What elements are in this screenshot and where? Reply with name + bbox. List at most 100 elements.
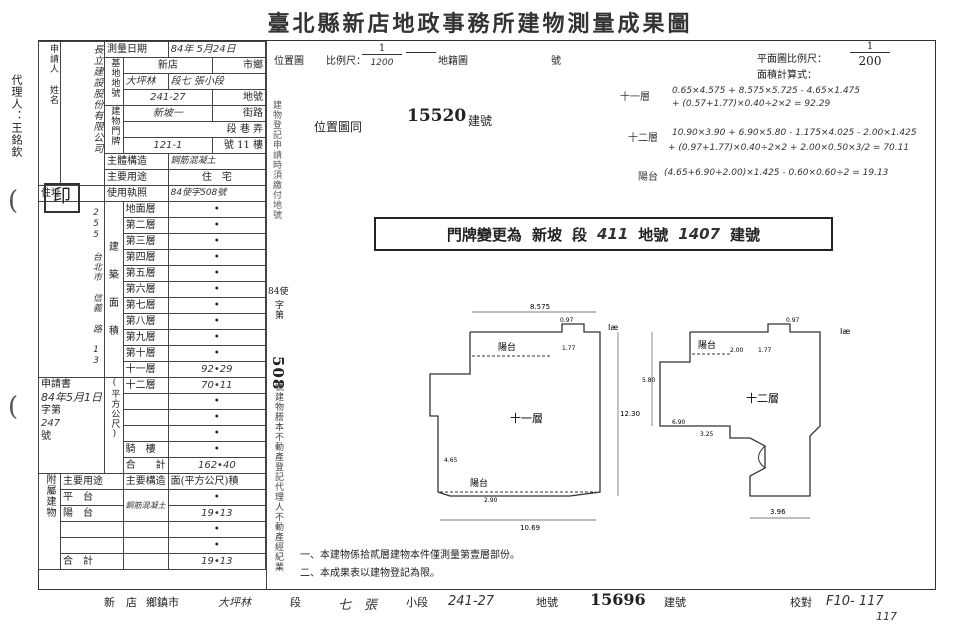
scale-denominator: 1200 [370, 58, 394, 68]
door-street: 新坡一 [122, 105, 214, 122]
location-building-suffix: 建號 [468, 114, 493, 128]
door-lane-label: 段 巷 弄 [122, 121, 267, 138]
license-number: 84使字508號 [167, 185, 267, 202]
footer-subsection: 七 張 [338, 598, 378, 613]
footer-section: 大坪林 [218, 596, 251, 609]
attached-header: 面(平方公尺)積 [167, 473, 267, 490]
license-label: 使用執照 [104, 185, 169, 202]
attached-label: 附屬建物 [38, 473, 61, 570]
floor-area: 70•11 [167, 377, 267, 394]
floor12-outline [659, 323, 821, 497]
land-district: 新店 [122, 57, 214, 74]
door-number: 121-1 [122, 137, 214, 154]
floor12-dim-325: 3.25 [700, 431, 714, 438]
attached-header: 主要用途 [60, 473, 124, 490]
footer-city-label: 鄉鎮市 [146, 596, 179, 609]
formula-11-label: 十一層 [620, 92, 650, 103]
survey-date-label: 測量日期 [104, 41, 169, 58]
attached-use: 陽 台 [60, 505, 124, 522]
floor-area: • [167, 265, 267, 282]
floor-name: 第三層 [122, 233, 169, 250]
attached-struct [122, 521, 169, 538]
footer-section-label: 段 [290, 596, 301, 609]
applicant-name: 長立建設股份有限公司 [60, 41, 105, 186]
floor-name [122, 393, 169, 410]
location-same-label: 位置圖同 [314, 120, 363, 134]
side-license-word: 字第 [273, 300, 283, 320]
footer-checker-note: F10- 117 [826, 594, 884, 609]
floor12-balcony-label: 陽台 [698, 339, 716, 351]
area-unit-label: (平方公尺) [104, 377, 124, 474]
footer-building-label: 建號 [664, 596, 686, 609]
floor12-label: 十二層 [746, 391, 779, 405]
stamp-section-no: 411 [596, 225, 629, 243]
agent-note: 代理人：王銘欽 [10, 74, 23, 158]
floor12-dim-200: 2.00 [730, 347, 744, 354]
footer-checker-note-2: 117 [876, 610, 897, 623]
floor-area: • [167, 393, 267, 410]
floor11-label: 十一層 [510, 411, 543, 425]
floor-name: 十二層 [122, 377, 169, 394]
floor11-dim-small: 0.97 [560, 317, 574, 324]
floor11-dim-side-label: 12.30 [620, 410, 640, 418]
floor-name: 第四層 [122, 249, 169, 266]
floor-name [122, 425, 169, 442]
stamp-prefix: 門牌變更為 [446, 225, 522, 244]
floor12-mark: Iæ [840, 327, 850, 336]
floor-name: 第九層 [122, 329, 169, 346]
formula-balcony-line: (4.65+6.90+2.00)×1.425 - 0.60×0.60÷2 = 1… [664, 168, 889, 178]
cadastral-no-label: 號 [551, 56, 561, 67]
floor11-dim-465: 4.65 [444, 457, 458, 464]
attached-header: 主要構造 [122, 473, 169, 490]
formula-11-line1: 0.65×4.575 + 8.575×5.725 - 4.65×1.475 [672, 86, 860, 96]
floor-name [122, 409, 169, 426]
scale-line [406, 52, 436, 53]
floor12-dim-side-label: 5.80 [642, 377, 656, 384]
land-section: 大坪林 [122, 73, 169, 90]
land-section-label: 段七 張小段 [167, 73, 267, 90]
survey-date: 84年 5月24日 [167, 41, 267, 58]
footer-lot-label: 地號 [536, 596, 558, 609]
floor-name: 第二層 [122, 217, 169, 234]
floor11-balcony-label: 陽台 [498, 341, 516, 353]
land-lot-no: 241-27 [122, 89, 214, 106]
floor-name: 十一層 [122, 361, 169, 378]
note-1: 一、本建物係拾貳層建物本件僅測量第壹層部份。 [300, 550, 520, 561]
formula-12-line1: 10.90×3.90 + 6.90×5.80 - 1.175×4.025 - 2… [672, 128, 917, 138]
address-change-stamp: 門牌變更為 新坡 段 411 地號 1407 建號 [374, 217, 833, 251]
footer-subsection-label: 小段 [406, 596, 428, 609]
floor12-dim-690: 6.90 [672, 419, 686, 426]
floor11-dim-177: 1.77 [562, 345, 576, 352]
floor-plans-drawing: 8.575 10.69 12.30 十一層 陽台 陽台 0.97 1.77 2.… [429, 303, 850, 532]
attached-area: • [167, 537, 267, 554]
applicant-name-label: 申請人 姓名 [38, 41, 61, 186]
plan-scale-label: 平面圖比例尺： [757, 54, 827, 65]
note-2: 二、本成果表以建物登記為限。 [300, 568, 440, 579]
floor-area: • [167, 201, 267, 218]
floor-area: 92•29 [167, 361, 267, 378]
land-city-label: 市鄉 [212, 57, 266, 74]
margin-mark: ( [8, 392, 19, 422]
main-structure-label: 主體構造 [104, 153, 169, 170]
location-building-number: 15520 [407, 106, 467, 126]
land-label: 基地地號 [104, 57, 124, 106]
floor-area: • [167, 217, 267, 234]
land-lot-label: 地號 [212, 89, 266, 106]
floor-area: • [167, 233, 267, 250]
side-license-note: 號建物謄本不動產登記代理人不動產經紀業 [273, 382, 283, 572]
attached-total: 19•13 [167, 553, 267, 570]
location-map-label: 位置圖 [274, 56, 304, 67]
main-use-label: 主要用途 [104, 169, 169, 186]
side-vertical-text: 建物登記申請時須繳付地號 [271, 100, 281, 220]
cadastral-label: 地籍圖 [438, 56, 468, 67]
floor12-dim-177: 1.77 [758, 347, 772, 354]
attached-area: 19•13 [167, 505, 267, 522]
floor12-dim-bottom-label: 3.96 [770, 508, 786, 516]
floor-area: • [167, 329, 267, 346]
formula-12-label: 十二層 [628, 133, 658, 144]
footer-building-no: 15696 [590, 590, 646, 609]
seal-stamp: 印 [44, 183, 80, 213]
floor-area: • [167, 313, 267, 330]
stamp-lot-label: 地號 [638, 225, 669, 244]
attached-use [60, 521, 124, 538]
